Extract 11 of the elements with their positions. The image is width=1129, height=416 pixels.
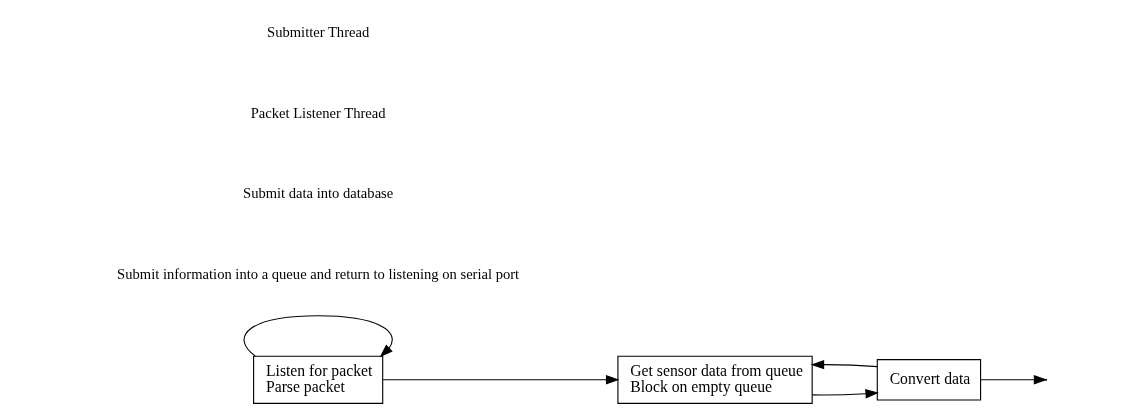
label: Packet Listener Thread xyxy=(250,104,386,121)
arrow xyxy=(382,375,619,385)
label: Submitter Thread xyxy=(266,23,369,40)
arrow xyxy=(243,315,393,358)
label: Submit data into database xyxy=(242,185,393,202)
node-box: Convert data xyxy=(876,359,981,401)
arrow xyxy=(811,389,879,399)
label: Submit information into a queue and return to listening on serial port xyxy=(116,266,519,283)
node-box: Get sensor data from queue Block on empty queue xyxy=(616,355,813,404)
arrow xyxy=(810,359,878,370)
node-box: Listen for packet Parse packet xyxy=(252,355,383,404)
